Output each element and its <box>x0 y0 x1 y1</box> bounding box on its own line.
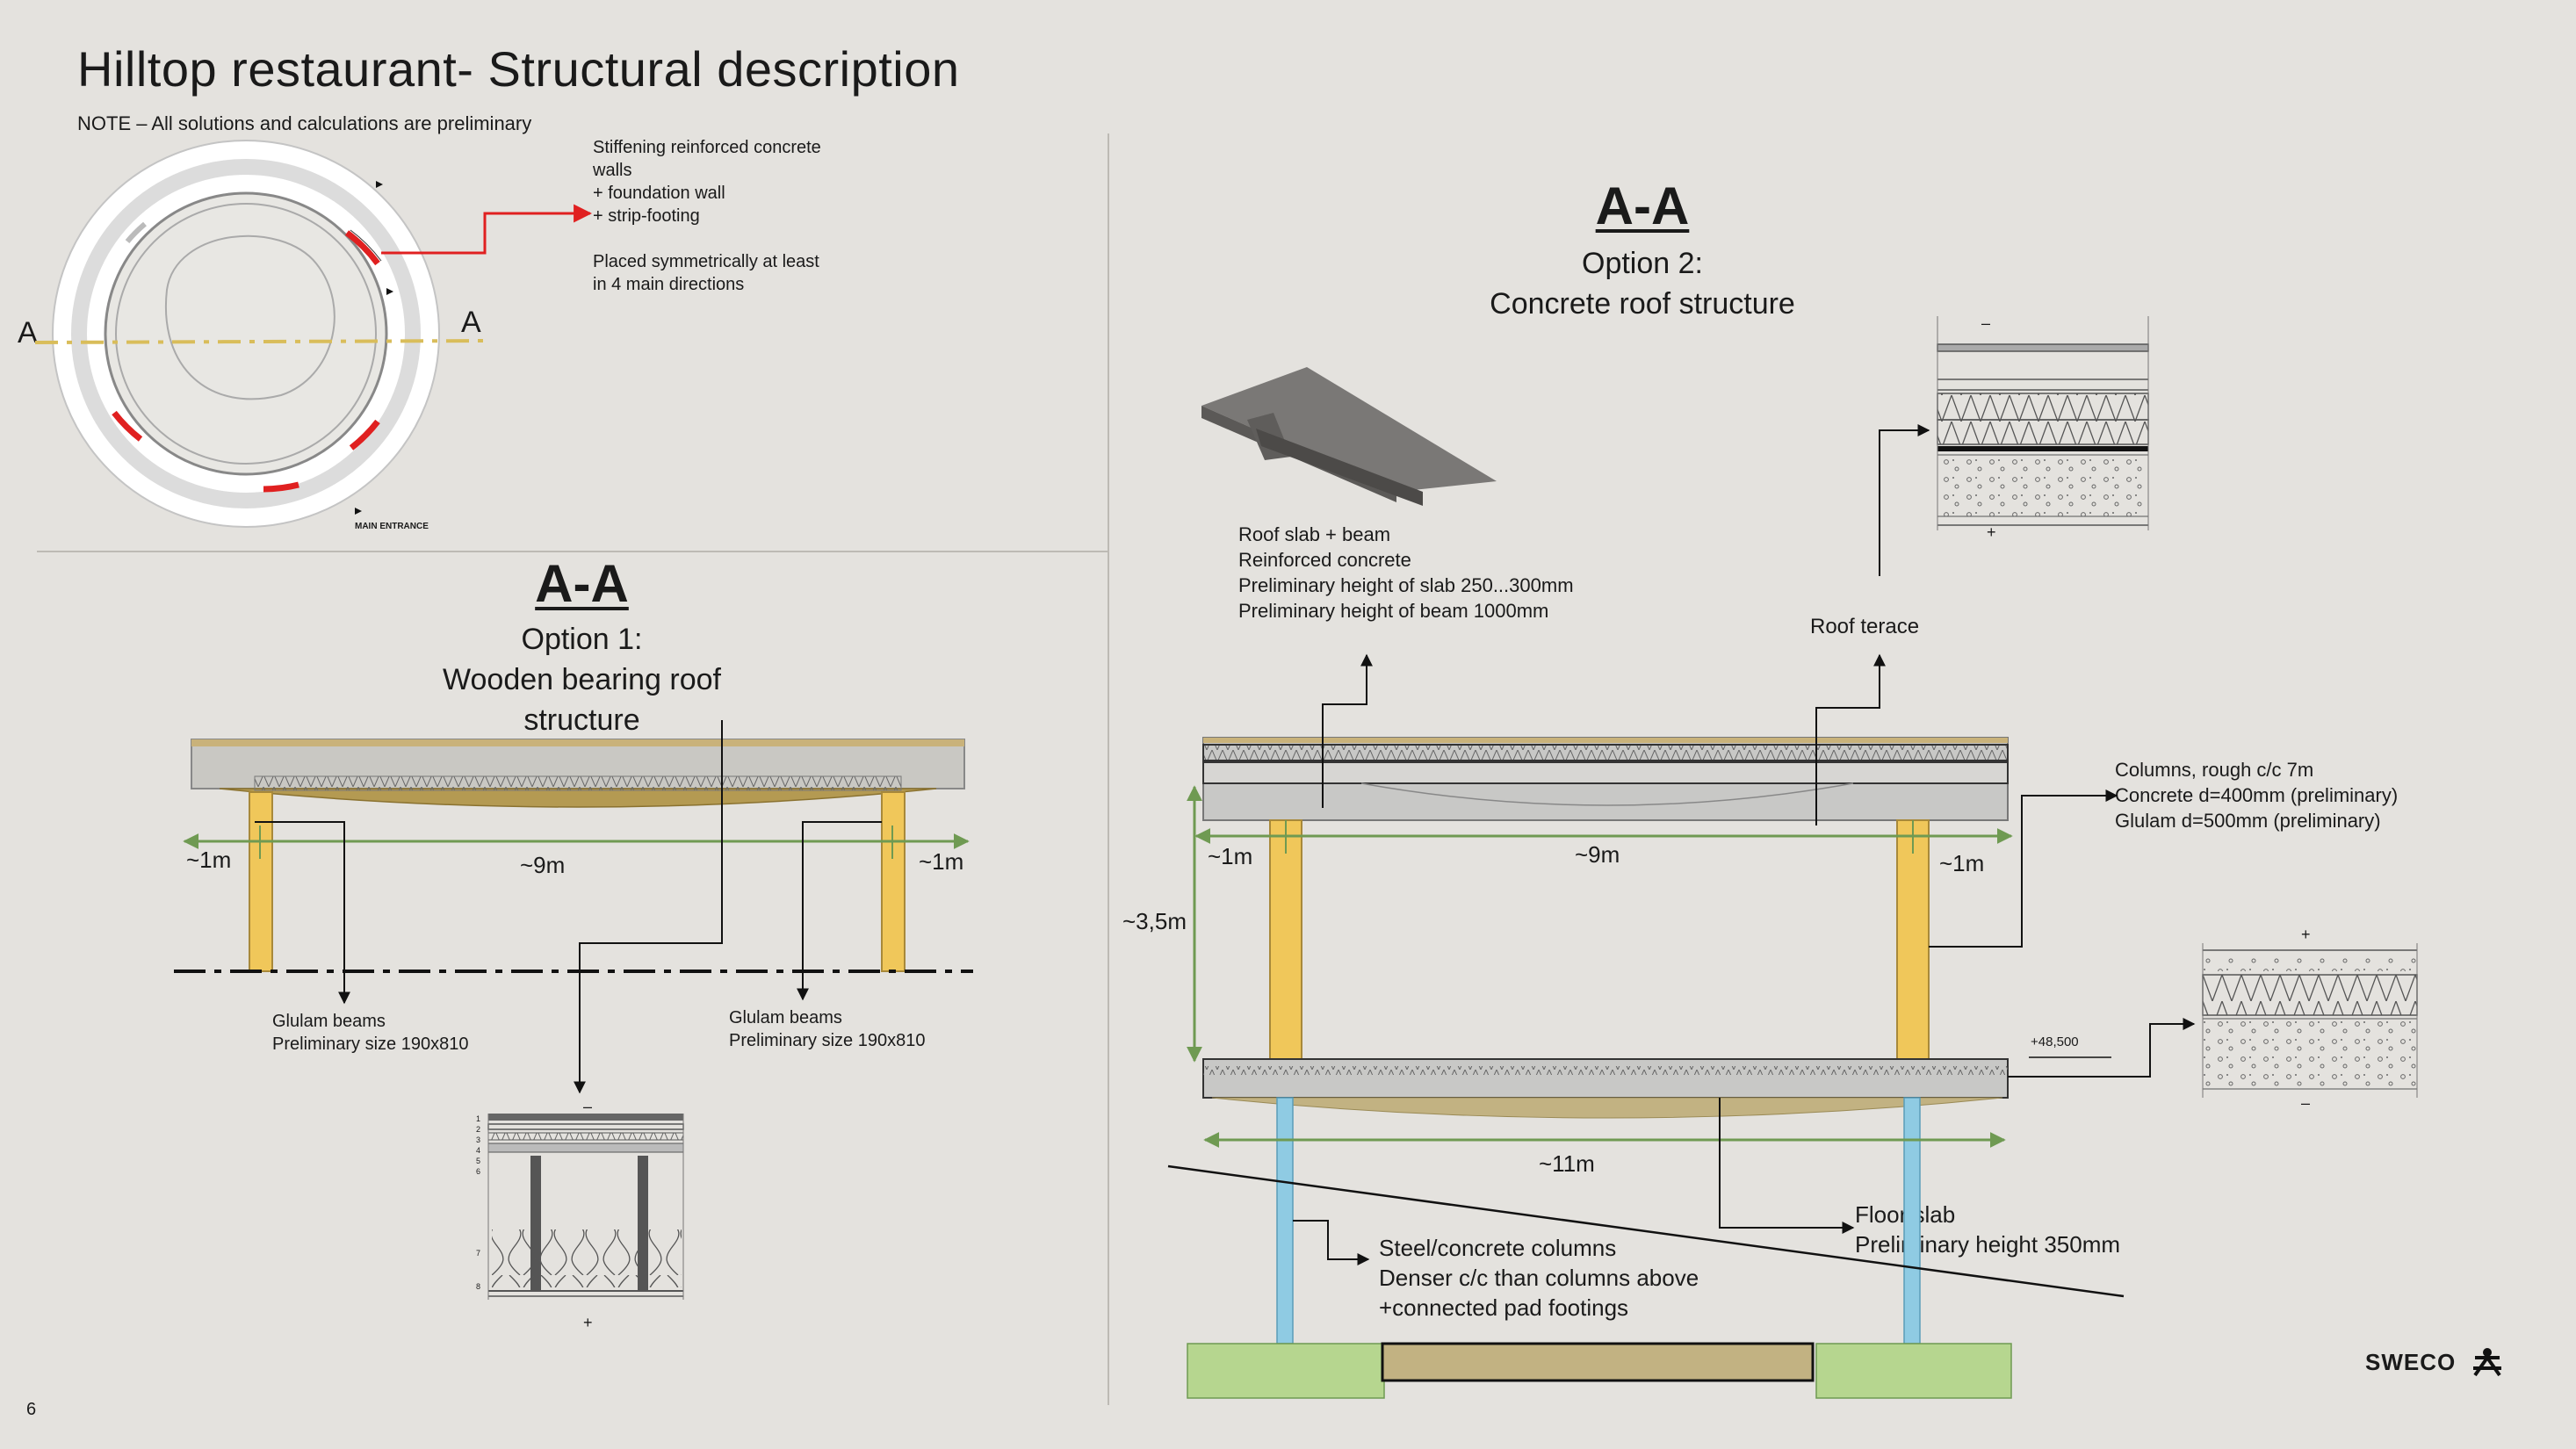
wall-note-line: walls <box>593 161 632 180</box>
layer-number: 8 <box>476 1282 481 1291</box>
roof-terrace-label: Roof terace <box>1810 615 1920 638</box>
option2-dim-right: ~1m <box>1939 850 1985 876</box>
option2-subtitle: Concrete roof structure <box>1490 287 1795 321</box>
plan-room-label: BENCH <box>263 495 289 503</box>
roof-detail-sign-top: – <box>1981 314 1991 332</box>
plan-room-label: BENCH <box>184 481 210 489</box>
floor-detail-sign-top: + <box>2301 926 2311 943</box>
plan-center-label: HILLTOP RESTAURANT <box>186 321 325 335</box>
floor-slab-line: Preliminary height 350mm <box>1855 1231 2121 1258</box>
layer-number: 3 <box>476 1135 481 1144</box>
roof-terrace-detail <box>1937 316 2149 530</box>
layer-number: 4 <box>476 1146 481 1155</box>
glulam-left-line: Preliminary size 190x810 <box>272 1034 469 1054</box>
plan-area-label: 1210,0 m² <box>211 344 251 354</box>
columns-note: Columns, rough c/c 7m Concrete d=400mm (… <box>2115 757 2398 833</box>
option2-title: Option 2: <box>1582 247 1703 280</box>
wall-note-line: Stiffening reinforced concrete <box>593 138 821 157</box>
section-marker-left: A <box>18 316 38 350</box>
steel-columns-line: Denser c/c than columns above <box>1379 1265 1699 1291</box>
floor-detail-sign-bottom: – <box>2301 1094 2311 1112</box>
roof-slab-line: Roof slab + beam <box>1238 523 1391 545</box>
plan-seats-label: c. 300 seats <box>207 355 255 364</box>
plan-room-label: SHOW KITCHEN <box>72 290 127 298</box>
glulam-left-line: Glulam beams <box>272 1012 386 1031</box>
layer-number: 6 <box>476 1167 481 1176</box>
sweco-logo-mark <box>2473 1348 2501 1377</box>
option1-dim-right: ~1m <box>919 848 964 875</box>
roof-slab-line: Preliminary height of slab 250...300mm <box>1238 574 1574 596</box>
placement-note: Placed symmetrically at least in 4 main … <box>593 250 819 296</box>
roof-slab-line: Reinforced concrete <box>1238 549 1411 571</box>
option2-dim-height: ~3,5m <box>1122 908 1187 934</box>
wall-note: Stiffening reinforced concrete walls + f… <box>593 136 821 227</box>
option1-subtitle-line: structure <box>523 703 640 737</box>
option2-section-label: A-A <box>1595 177 1690 235</box>
section-marker-right: A <box>461 306 481 339</box>
plan-room-label: SHOW KITCHEN <box>316 186 372 194</box>
floor-slab-detail <box>2202 943 2418 1098</box>
layer-number: 7 <box>476 1249 481 1258</box>
floor-slab-line: Floor slab <box>1855 1201 1956 1228</box>
preliminary-note: NOTE – All solutions and calculations ar… <box>77 112 532 134</box>
placement-note-line: Placed symmetrically at least <box>593 252 819 271</box>
option1-detail-sign-top: – <box>583 1098 593 1115</box>
glulam-right-line: Preliminary size 190x810 <box>729 1031 926 1050</box>
plan-entrance-label: MAIN ENTRANCE <box>355 522 429 531</box>
option2-dim-bottom: ~11m <box>1539 1150 1595 1177</box>
option1-section-label: A-A <box>535 554 629 613</box>
option1-title: Option 1: <box>521 623 643 656</box>
columns-note-line: Concrete d=400mm (preliminary) <box>2115 784 2399 806</box>
floor-slab-note: Floor slab Preliminary height 350mm <box>1855 1200 2120 1259</box>
option1-header: A-A Option 1: Wooden bearing roof struct… <box>351 553 812 740</box>
steel-columns-note: Steel/concrete columns Denser c/c than c… <box>1379 1233 1699 1323</box>
glulam-right-note: Glulam beams Preliminary size 190x810 <box>729 1006 925 1052</box>
red-annotation-arrow <box>381 204 593 255</box>
glulam-left-note: Glulam beams Preliminary size 190x810 <box>272 1010 468 1056</box>
wall-note-line: + foundation wall <box>593 184 725 203</box>
columns-note-line: Columns, rough c/c 7m <box>2115 759 2314 781</box>
steel-columns-line: +connected pad footings <box>1379 1294 1629 1321</box>
sweco-logo-text: SWECO <box>2365 1349 2457 1375</box>
roof-detail-sign-bottom: + <box>1987 523 1996 541</box>
columns-note-line: Glulam d=500mm (preliminary) <box>2115 810 2381 832</box>
option1-detail-sign-bottom: + <box>583 1314 593 1331</box>
layer-number: 2 <box>476 1125 481 1134</box>
option1-dim-center: ~9m <box>520 852 566 878</box>
wall-note-line: + strip-footing <box>593 206 700 226</box>
option2-dim-center: ~9m <box>1575 841 1620 868</box>
glulam-right-line: Glulam beams <box>729 1008 842 1027</box>
option1-roof-detail <box>487 1114 684 1300</box>
option1-dim-left: ~1m <box>186 847 232 873</box>
level-label: +48,500 <box>2031 1034 2079 1049</box>
page-title: Hilltop restaurant- Structural descripti… <box>77 41 960 97</box>
roof-slab-line: Preliminary height of beam 1000mm <box>1238 600 1549 622</box>
layer-number: 5 <box>476 1157 481 1165</box>
option2-dim-left: ~1m <box>1208 843 1253 869</box>
option1-detail-layer-numbers: 1 2 3 4 5 6 <box>476 1114 480 1177</box>
page-number: 6 <box>26 1400 37 1419</box>
steel-columns-line: Steel/concrete columns <box>1379 1235 1617 1261</box>
slab-beam-3d <box>1201 367 1497 506</box>
plan-room-label: OPEN KITCHEN <box>158 183 212 191</box>
option1-subtitle-line: Wooden bearing roof <box>443 663 721 696</box>
placement-note-line: in 4 main directions <box>593 275 745 294</box>
option2-header: A-A Option 2: Concrete roof structure <box>1423 176 1862 324</box>
roof-slab-note: Roof slab + beam Reinforced concrete Pre… <box>1238 522 1574 624</box>
layer-number: 1 <box>476 1114 481 1123</box>
